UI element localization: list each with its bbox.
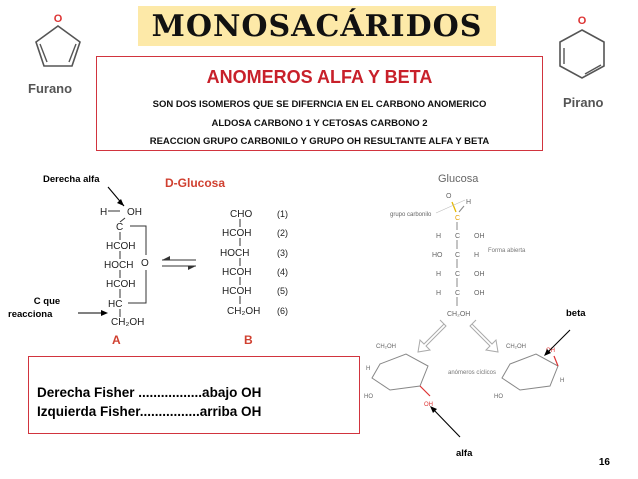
label-beta: beta <box>566 308 586 319</box>
structure-b-open: CHO HCOH HOCH HCOH HCOH CH₂OH (1) (2) (3… <box>220 209 288 347</box>
furan-oxygen: O <box>54 13 63 25</box>
chain-oh-5: OH <box>474 290 485 297</box>
definition-line-2: ALDOSA CARBONO 1 Y CETOSAS CARBONO 2 <box>211 118 428 129</box>
arrow-beta <box>545 329 571 355</box>
c1-carbon: C <box>455 215 460 222</box>
definition-line-1: SON DOS ISOMEROS QUE SE DIFERNCIA EN EL … <box>152 99 487 110</box>
a-row-hcoh-2: HCOH <box>106 279 135 290</box>
definition-line-3: REACCION GRUPO CARBONILO Y GRUPO OH RESU… <box>149 136 490 147</box>
b-row-hoch: HOCH <box>220 248 249 259</box>
chain-h-5: H <box>436 290 441 297</box>
a-row-h: H <box>100 207 107 218</box>
page-number: 16 <box>598 457 610 468</box>
chain-oh-4: OH <box>474 271 485 278</box>
label-c-que: C que <box>33 296 61 307</box>
chain-carbon-2: C <box>455 233 460 240</box>
chain-carbon-4: C <box>455 271 460 278</box>
fisher-rules-box: Derecha Fisher .................abajo OH… <box>28 356 360 434</box>
pirano-label: Pirano <box>563 95 604 110</box>
b-num-1: (1) <box>277 209 288 219</box>
b-row-hcoh-3: HCOH <box>222 286 251 297</box>
anomeros-ciclicos-label: anómeros cíclicos <box>448 370 496 376</box>
b-num-6: (6) <box>277 306 288 316</box>
alpha-ring: CH₂OH OH HO H <box>364 344 433 408</box>
letter-a: A <box>112 333 121 347</box>
pyran-oxygen: O <box>578 15 587 27</box>
furano-label: Furano <box>28 81 73 96</box>
b-num-4: (4) <box>277 267 288 277</box>
beta-ch2oh: CH₂OH <box>506 344 526 350</box>
a-row-oh: OH <box>127 207 142 218</box>
chain-ch2oh: CH₂OH <box>447 311 470 318</box>
a-row-hc: HC <box>108 299 122 310</box>
a-ring-oxygen: O <box>141 258 149 269</box>
slide-title: MONOSACÁRIDOS <box>138 6 496 46</box>
chain-ho-3: HO <box>432 252 443 259</box>
beta-ho: HO <box>494 394 503 400</box>
top-oxygen: O <box>446 193 452 200</box>
glucosa-heading: Glucosa <box>438 173 479 185</box>
structure-a-cyclic: H OH C HCOH HOCH HCOH HC CH₂OH O A <box>100 207 149 347</box>
alpha-ch2oh: CH₂OH <box>376 344 396 350</box>
top-hydrogen: H <box>466 199 471 206</box>
chain-h-2: H <box>436 233 441 240</box>
label-reacciona: reacciona <box>8 309 53 320</box>
chain-oh-2: OH <box>474 233 485 240</box>
a-row-hoch: HOCH <box>104 260 133 271</box>
b-row-ch2oh: CH₂OH <box>227 306 260 317</box>
alpha-h: H <box>366 366 370 372</box>
b-row-cho: CHO <box>230 209 252 220</box>
a-row-hcoh-1: HCOH <box>106 241 135 252</box>
b-num-5: (5) <box>277 286 288 296</box>
arrow-alfa <box>431 407 461 438</box>
furan-ring-icon: O <box>35 13 81 67</box>
label-derecha-alfa: Derecha alfa <box>43 174 100 185</box>
letter-b: B <box>244 333 253 347</box>
pyran-ring-icon: O <box>559 15 605 79</box>
label-alfa: alfa <box>456 448 473 459</box>
fisher-right-rule: Derecha Fisher .................abajo OH <box>37 385 262 400</box>
d-glucosa-heading: D-Glucosa <box>165 176 225 190</box>
fisher-left-rule: Izquierda Fisher................arriba O… <box>37 404 262 419</box>
beta-oh: OH <box>546 348 555 354</box>
b-row-hcoh-2: HCOH <box>222 267 251 278</box>
alpha-ho: HO <box>364 394 373 400</box>
chain-carbon-5: C <box>455 290 460 297</box>
b-num-2: (2) <box>277 228 288 238</box>
grupo-carbonilo-label: grupo carbonilo <box>390 212 432 218</box>
equilibrium-arrows <box>162 256 196 270</box>
forma-abierta-label: Forma abierta <box>488 248 526 254</box>
beta-h: H <box>560 378 564 384</box>
cyclization-arrows <box>417 319 499 353</box>
subtitle: ANOMEROS ALFA Y BETA <box>206 67 433 87</box>
d-glucose-diagram: D-Glucosa H OH C HCOH HOCH HCOH HC CH₂OH… <box>78 176 288 347</box>
b-row-hcoh-1: HCOH <box>222 228 251 239</box>
chain-h-3: H <box>474 252 479 259</box>
alpha-oh: OH <box>424 402 433 408</box>
a-row-c: C <box>116 222 123 233</box>
chain-carbon-3: C <box>455 252 460 259</box>
chain-h-4: H <box>436 271 441 278</box>
anomer-definition-box: ANOMEROS ALFA Y BETA SON DOS ISOMEROS QU… <box>96 56 543 151</box>
b-num-3: (3) <box>277 248 288 258</box>
beta-ring: CH₂OH OH HO H <box>494 344 564 400</box>
a-row-ch2oh: CH₂OH <box>111 317 144 328</box>
